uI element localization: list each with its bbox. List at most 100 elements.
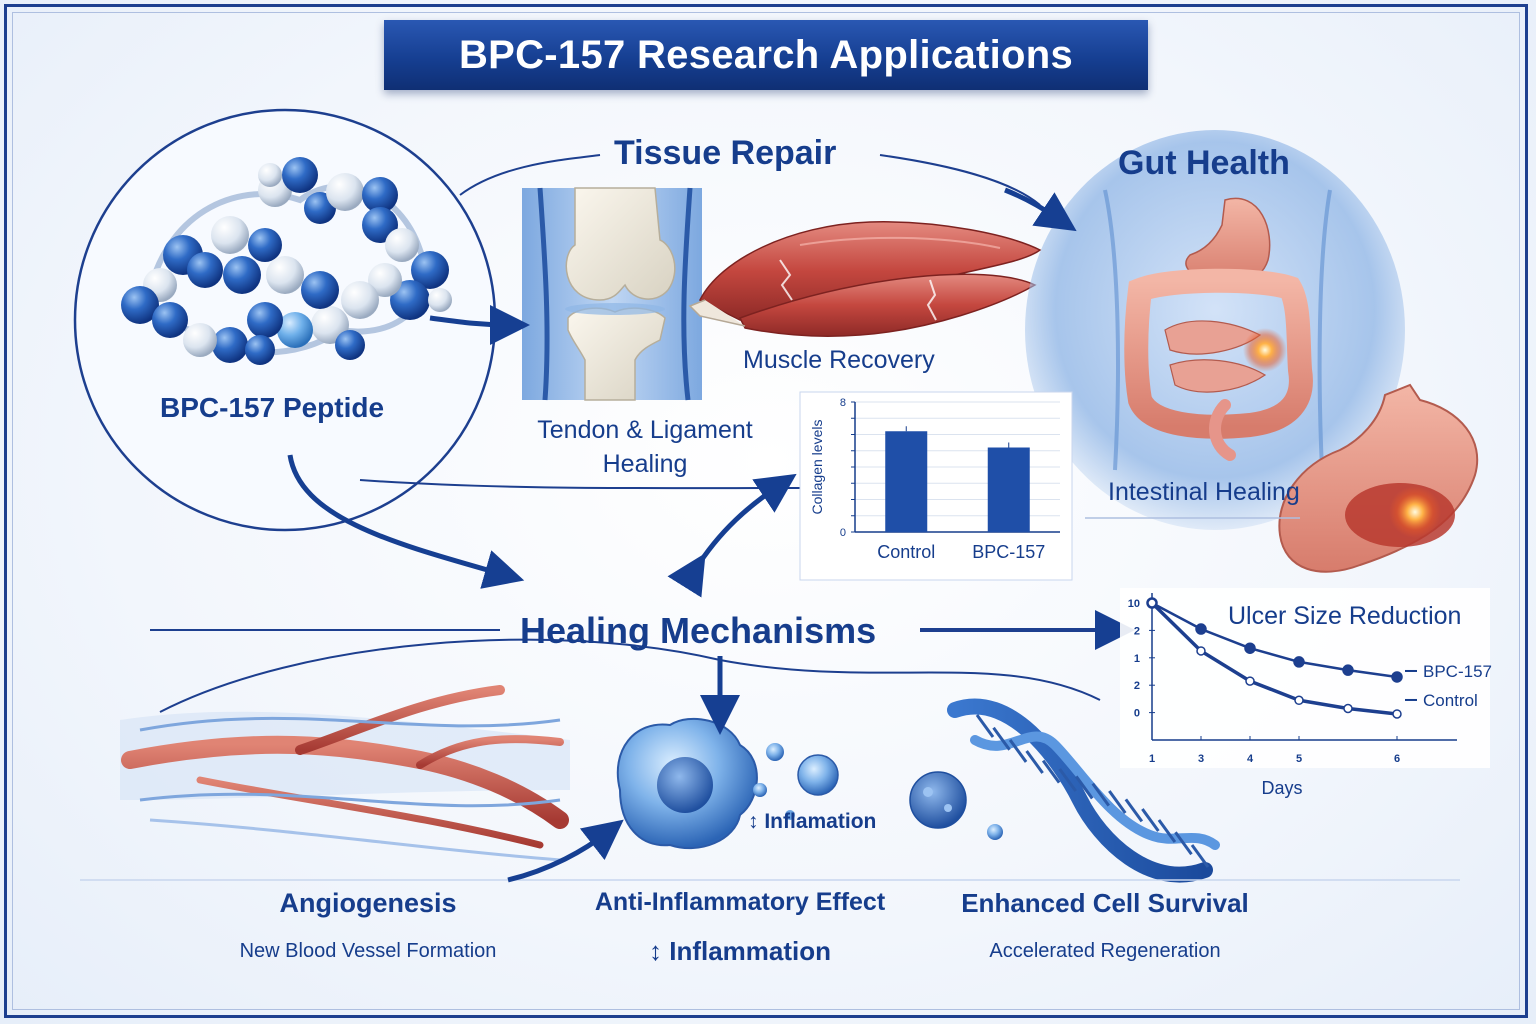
molecule-atom [385,228,419,262]
line-series-control [1150,601,1398,716]
line-y-tick-label: 2 [1134,625,1140,637]
gut-torso-illustration [1025,130,1405,530]
intestinal-healing-label: Intestinal Healing [1108,478,1300,506]
line-x-tick-label: 6 [1394,753,1400,765]
muscle-illustration [688,221,1042,337]
line-y-tick-label: 0 [1134,708,1140,720]
bar-category-label: BPC-157 [972,542,1045,562]
molecule-atom [211,216,249,254]
molecule-atom [247,302,283,338]
dna-rung [1190,844,1210,868]
dna-rung [1075,775,1094,800]
molecule-atom [368,263,402,297]
inflammation-down-arrow-icon: ↕ [648,936,662,966]
bar-category-label: Control [877,542,935,562]
molecule-atom [411,251,449,289]
molecule-atom [362,177,398,213]
molecule-atom [428,288,452,312]
tendon-label-line1: Tendon & Ligament [537,416,753,444]
line-point [1391,671,1403,683]
knee-joint-illustration [522,187,702,401]
stomach-illustration [1278,383,1479,573]
line-point [1195,623,1207,635]
dna-rung [1141,808,1160,832]
line-point [1244,642,1256,654]
cell-cluster-icon [909,771,1003,840]
molecule-atom [248,228,282,262]
title-banner: BPC-157 Research Applications [384,20,1148,90]
tendon-label-line2: Healing [602,450,688,478]
line-series-bpc-157 [1151,601,1398,679]
dna-rung [992,726,1011,751]
bar-y-axis-label: Collagen levels [809,420,825,515]
molecule-atom [390,280,430,320]
connector-lines [80,154,1460,881]
cell-survival-title: Enhanced Cell Survival [961,888,1249,918]
line-x-axis-label: Days [1261,778,1302,798]
molecule-atom [326,173,364,211]
dna-helix-icon [947,698,1220,883]
line-y-tick-label: 2 [1134,680,1140,692]
line-point [1342,664,1354,676]
molecule-atom [152,302,188,338]
molecule-atom [277,312,313,348]
line-y-tick-label: 1 [1134,653,1140,665]
ulcer-chart-title: Ulcer Size Reduction [1228,602,1462,630]
line-point [1343,703,1353,714]
angiogenesis-subtitle: New Blood Vessel Formation [239,940,497,962]
tissue-repair-heading: Tissue Repair [614,134,837,172]
blood-vessels-illustration [120,685,570,862]
molecule-atom [212,327,248,363]
line-x-tick-label: 5 [1296,753,1302,765]
immune-cell-illustration [616,717,839,850]
dna-rung [1041,759,1061,784]
dna-rung [1008,739,1028,763]
dna-rung [1025,750,1044,774]
cell-inflammation-label: ↕ Inflamation [748,810,877,833]
legend-entry: BPC-157 [1423,662,1492,681]
molecule-atom [183,323,217,357]
cell-survival-subtitle: Accelerated Regeneration [989,940,1221,962]
molecule-atom [223,256,261,294]
line-point [1147,598,1157,608]
anti-inflammatory-title: Anti-Inflammatory Effect [594,888,886,916]
line-point [1294,695,1304,706]
anti-inflammatory-subtitle: ↕ Inflammation [648,936,832,966]
molecule-atom [341,281,379,319]
angiogenesis-title: Angiogenesis [279,888,457,918]
healing-mechanisms-heading: Healing Mechanisms [520,610,877,651]
molecule-atom [282,157,318,193]
line-x-tick-label: 3 [1198,753,1204,765]
line-x-tick-label: 1 [1149,753,1155,765]
line-point [1392,709,1402,719]
line-x-tick-label: 4 [1247,753,1254,765]
peptide-molecule-icon [121,157,452,365]
molecule-atom [245,335,275,365]
flow-arrows [287,187,1135,883]
bar-control [885,431,928,532]
line-y-tick-label: 10 [1128,598,1140,610]
dna-rung [975,714,995,738]
gut-health-heading: Gut Health [1118,144,1290,182]
legend-entry: Control [1423,691,1478,710]
inflammation-arrow-icon: ↕ [748,810,759,833]
bar-bpc-157 [987,447,1030,532]
dna-rung [1124,798,1144,823]
dna-rung [1058,768,1077,792]
molecule-atom [121,286,159,324]
bar-y-tick-label: 0 [840,527,846,539]
molecule-atom [258,163,282,187]
peptide-label: BPC-157 Peptide [160,392,385,423]
muscle-recovery-label: Muscle Recovery [743,346,935,374]
line-point [1293,656,1305,668]
dna-rung [1157,819,1177,843]
bar-y-tick-label: 8 [840,397,846,409]
line-point [1196,646,1206,656]
dna-rung [1108,790,1127,814]
molecule-atom [301,271,339,309]
line-point [1245,676,1255,686]
